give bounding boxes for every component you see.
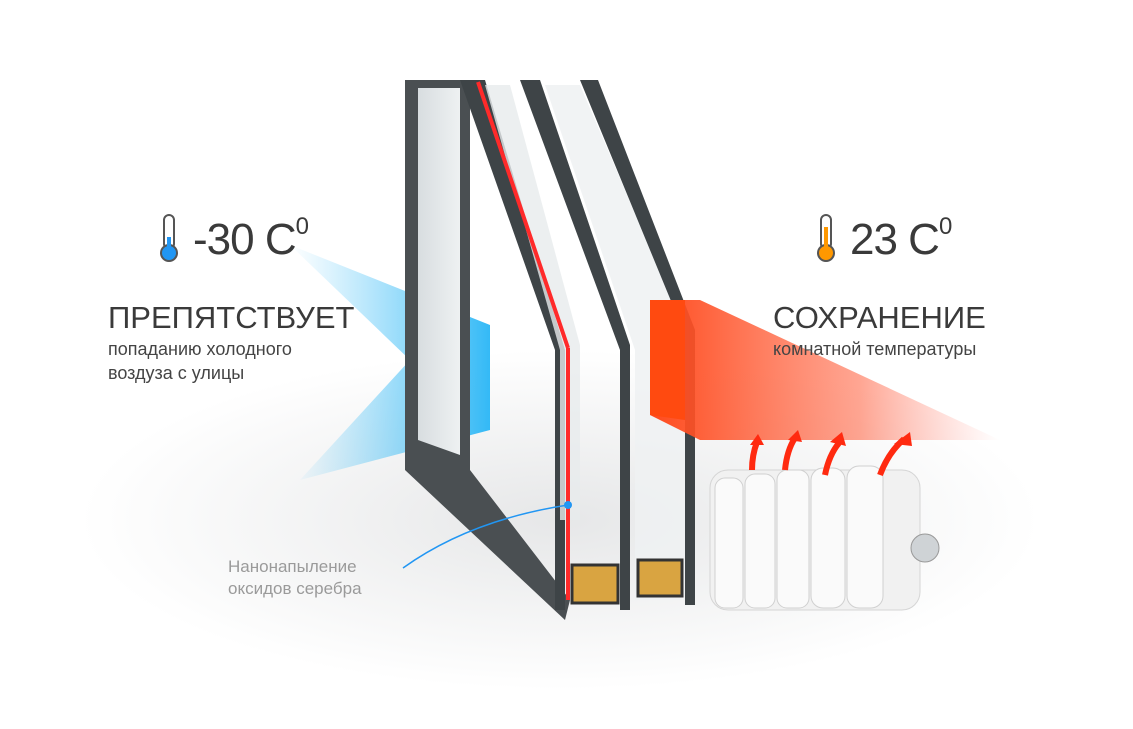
thermometer-cold-icon [160,214,178,262]
spacer-desiccant [636,558,684,598]
cold-heading: ПРЕПЯТСТВУЕТ [108,300,355,335]
silver-oxide-coating [476,81,570,349]
warm-temperature: 23 C0 [850,213,952,264]
cold-temperature: -30 C0 [193,213,309,264]
glass-pane-middle [520,80,630,610]
glass-pane-inner [580,80,695,605]
warm-description: комнатной температуры [773,339,977,359]
warm-air-beam [650,300,1000,440]
thermometer-warm-icon [817,214,835,262]
spacer-desiccant [570,563,620,605]
radiator-icon [709,465,940,611]
coating-callout-line [402,504,569,569]
warm-heading: СОХРАНЕНИЕ [773,300,986,335]
